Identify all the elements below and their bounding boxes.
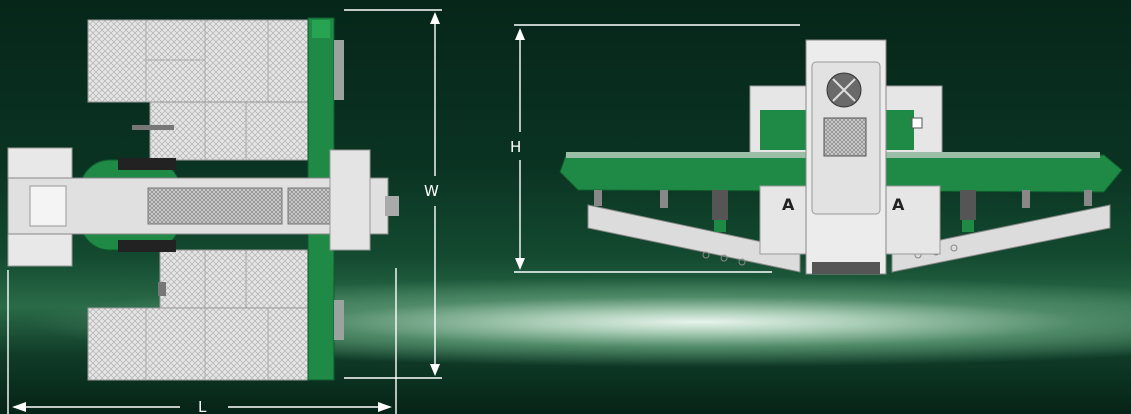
lower-table-block xyxy=(87,249,309,381)
top-view xyxy=(7,17,399,381)
front-view: A A xyxy=(559,39,1123,275)
left-support-arm xyxy=(587,204,801,273)
left-warning-icon: A xyxy=(782,195,795,214)
right-support-arm xyxy=(891,204,1111,273)
right-warning-icon: A xyxy=(892,195,905,214)
height-label: H xyxy=(510,138,521,156)
horizontal-arm xyxy=(7,147,399,267)
width-label: W xyxy=(424,182,439,200)
dimension-lines xyxy=(7,9,800,414)
upper-table-block xyxy=(87,19,309,161)
vent-grill xyxy=(823,117,867,157)
actuators xyxy=(594,190,1092,232)
length-label: L xyxy=(198,398,207,414)
central-tower xyxy=(805,39,887,275)
